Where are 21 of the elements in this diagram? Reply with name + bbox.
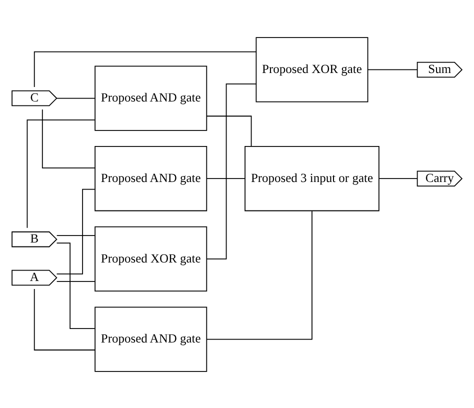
- connector: [206, 210, 312, 340]
- node-box: Proposed AND gate: [94, 146, 208, 211]
- node-box: Proposed AND gate: [94, 306, 208, 372]
- connector: [56, 280, 96, 282]
- node-box: Proposed AND gate: [94, 65, 208, 130]
- node-box: Proposed XOR gate: [256, 36, 368, 102]
- node-box: Proposed 3 input or gate: [244, 146, 380, 211]
- connector: [56, 234, 96, 236]
- connector: [34, 288, 96, 350]
- connector: [206, 115, 252, 146]
- connector: [206, 83, 256, 259]
- connector: [56, 97, 96, 98]
- connector: [34, 50, 257, 87]
- connector: [368, 68, 418, 70]
- connector: [378, 178, 418, 179]
- connector: [26, 118, 96, 228]
- node-box: Proposed XOR gate: [94, 226, 208, 292]
- connector: [56, 188, 96, 274]
- connector: [206, 178, 246, 179]
- connector: [42, 108, 96, 168]
- connector: [56, 242, 96, 329]
